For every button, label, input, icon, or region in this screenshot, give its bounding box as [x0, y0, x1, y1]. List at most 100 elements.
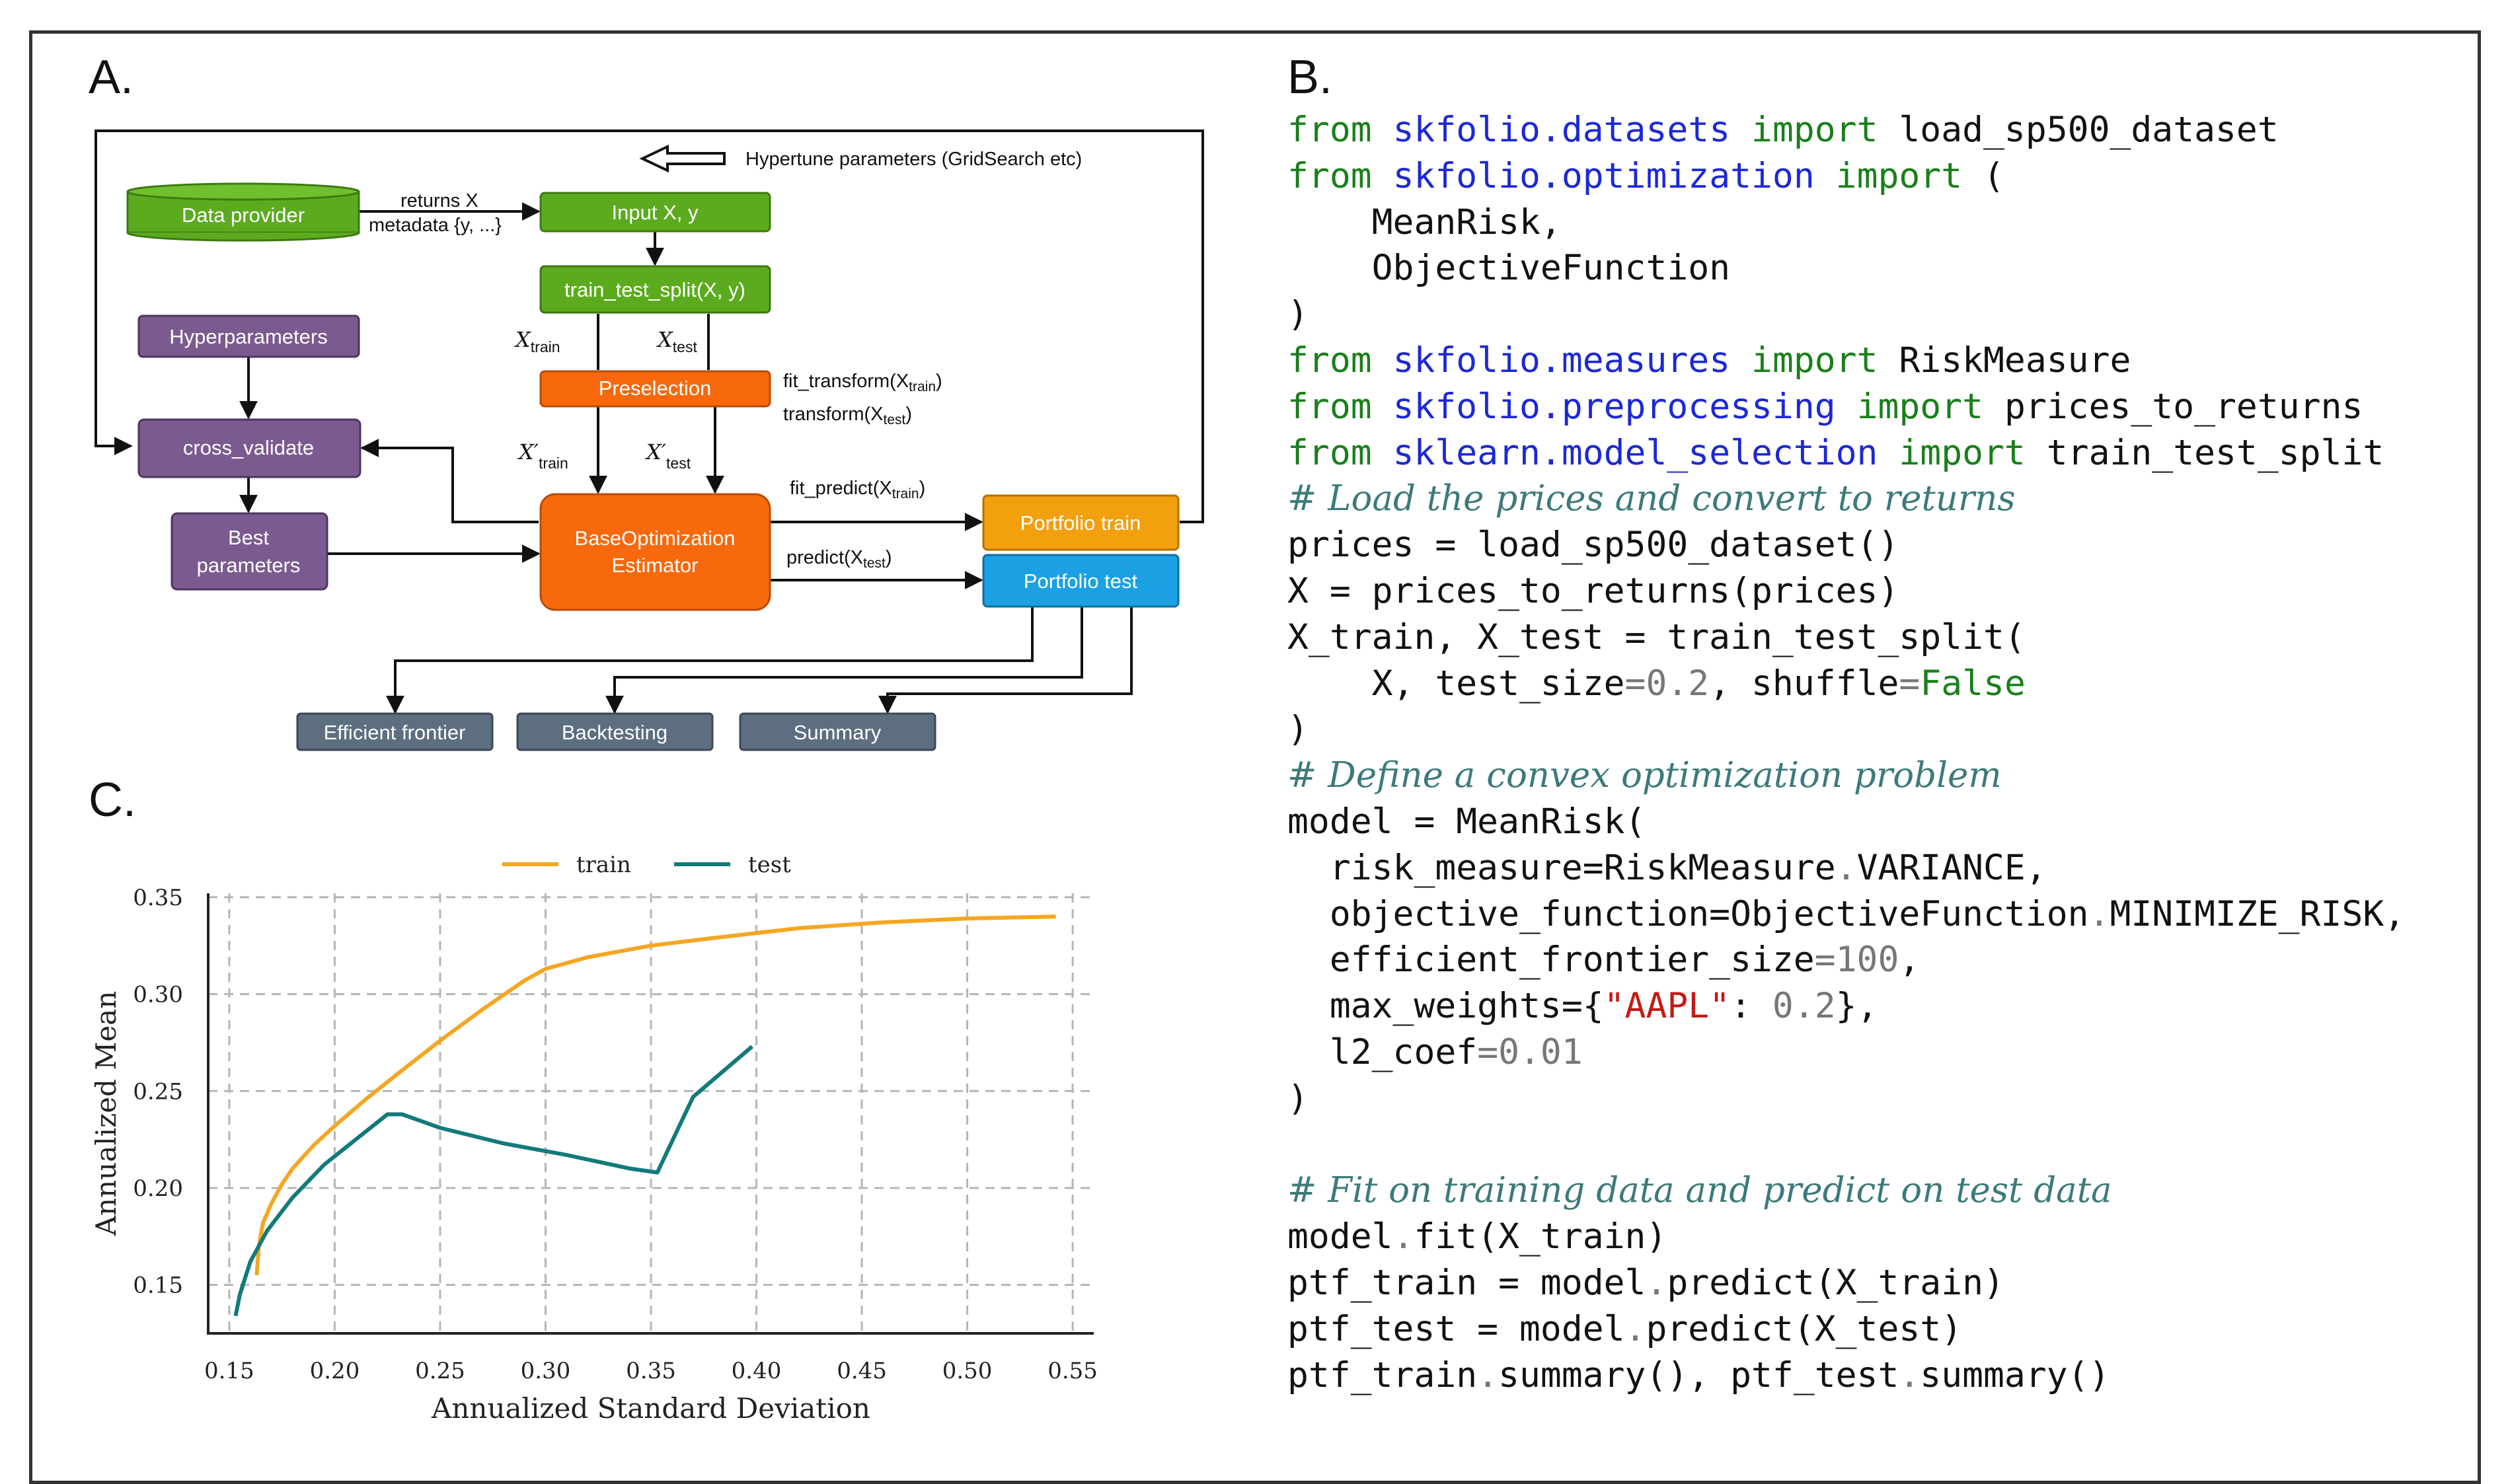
chart-x-tick-label: 0.50	[942, 1358, 993, 1384]
code-line: X = prices_to_returns(prices)	[1287, 568, 2405, 614]
code-token: import	[1751, 110, 1878, 150]
code-token	[1730, 340, 1751, 381]
code-token	[1372, 340, 1393, 381]
hypertune-loop-arrow	[95, 130, 1204, 523]
code-token: =	[1624, 663, 1646, 704]
code-token: .	[1899, 1354, 1921, 1395]
code-token: X = prices_to_returns(prices)	[1287, 570, 1899, 611]
code-token: (	[1962, 155, 2004, 196]
code-token: 0.2	[1772, 986, 1836, 1027]
xp-train-label: X′train	[517, 439, 568, 472]
code-token: False	[1920, 663, 2026, 704]
chart-legend-label: test	[748, 852, 791, 878]
code-line: MeanRisk,	[1287, 200, 2405, 246]
code-token: from	[1287, 340, 1372, 381]
code-token: , shuffle	[1709, 663, 1899, 704]
input-label: Input X, y	[612, 201, 699, 224]
code-token: .	[1624, 1308, 1646, 1349]
chart-x-tick-label: 0.20	[310, 1358, 360, 1384]
code-token: max_weights={	[1287, 986, 1604, 1027]
chart-x-tick-label: 0.35	[626, 1358, 676, 1384]
code-token: efficient_frontier_size	[1287, 940, 1815, 981]
code-line: ptf_train = model.predict(X_train)	[1287, 1260, 2405, 1306]
chart-y-tick-label: 0.20	[133, 1175, 183, 1202]
code-token: MINIMIZE_RISK,	[2110, 893, 2406, 934]
chart-y-tick-label: 0.15	[133, 1273, 183, 1299]
code-token: # Fit on training data and predict on te…	[1287, 1170, 2112, 1211]
code-line: efficient_frontier_size=100,	[1287, 937, 2405, 983]
code-token	[1372, 433, 1393, 473]
hyperparameters-node	[137, 315, 360, 358]
code-token: .	[1835, 847, 1857, 888]
code-token: summary(), ptf_test	[1498, 1354, 1899, 1395]
chart-series-test-line	[233, 1045, 754, 1317]
code-line: )	[1287, 1076, 2405, 1122]
code-line: prices = load_sp500_dataset()	[1287, 522, 2405, 568]
cross-validate-node	[137, 418, 361, 478]
data-provider-node	[126, 182, 360, 242]
metadata-label: metadata {y, ...}	[369, 215, 502, 236]
code-token: skfolio.preprocessing	[1392, 386, 1836, 427]
code-line: # Fit on training data and predict on te…	[1287, 1168, 2405, 1214]
to-frontier-arrow	[386, 607, 1034, 714]
code-line: from skfolio.datasets import load_sp500_…	[1287, 107, 2405, 153]
fit-predict-label: fit_predict(Xtrain)	[790, 478, 925, 501]
code-token: )	[1287, 294, 1309, 335]
chart-y-tick-label: 0.35	[133, 885, 183, 911]
code-token: from	[1287, 432, 1372, 473]
hyperparameters-label: Hyperparameters	[169, 325, 327, 348]
code-line: from skfolio.optimization import (	[1287, 153, 2405, 200]
code-token	[1730, 110, 1751, 150]
code-token: load_sp500_dataset	[1878, 110, 2279, 150]
hypertune-arrow-icon	[639, 144, 726, 173]
code-token: predict(X_train)	[1667, 1262, 2004, 1303]
xp-test-label: X′test	[644, 439, 691, 472]
code-line: # Load the prices and convert to returns	[1287, 476, 2405, 522]
predict-label: predict(Xtest)	[786, 547, 892, 571]
code-token	[1372, 156, 1393, 196]
code-token: train_test_split	[2025, 432, 2384, 473]
fit-transform-label: fit_transform(Xtrain)	[783, 371, 942, 394]
chart-y-tick-label: 0.30	[133, 982, 183, 1008]
code-line: max_weights={"AAPL": 0.2},	[1287, 983, 2405, 1029]
code-token: X_train, X_test = train_test_split(	[1287, 616, 2026, 657]
efficient-frontier-label: Efficient frontier	[324, 721, 466, 744]
chart-x-tick-label: 0.15	[204, 1358, 254, 1384]
code-token: ptf_train = model	[1287, 1262, 1646, 1303]
portfolio-test-node	[982, 554, 1180, 608]
code-token	[1836, 387, 1857, 427]
code-token: .	[1477, 1354, 1499, 1395]
base-optimization-label: BaseOptimization	[575, 527, 736, 550]
code-line: model.fit(X_train)	[1287, 1214, 2405, 1260]
code-token: )	[1287, 709, 1309, 750]
code-token: skfolio.optimization	[1392, 155, 1815, 196]
chart-x-tick-label: 0.45	[837, 1358, 887, 1384]
code-token: import	[1899, 432, 2026, 473]
preselection-label: Preselection	[599, 377, 712, 400]
chart-y-tick-label: 0.25	[133, 1078, 183, 1105]
portfolio-test-label: Portfolio test	[1024, 570, 1138, 593]
to-summary-arrow	[878, 607, 1133, 714]
code-line: objective_function=ObjectiveFunction.MIN…	[1287, 891, 2405, 938]
returns-label: returns X	[400, 190, 478, 211]
code-token: from	[1287, 155, 1372, 196]
best-label: Best	[228, 526, 269, 549]
code-token: ptf_train	[1287, 1354, 1478, 1395]
chart-y-axis-label: Annualized Mean	[90, 991, 122, 1237]
code-token: 0.01	[1498, 1031, 1583, 1072]
opt-to-cv-arrow	[360, 439, 539, 523]
code-token: from	[1287, 110, 1372, 150]
code-token: model	[1287, 1216, 1393, 1257]
code-line: from skfolio.measures import RiskMeasure	[1287, 338, 2405, 384]
base-optimization-node	[539, 493, 771, 611]
code-token: risk_measure=RiskMeasure	[1287, 847, 1836, 888]
data-provider-label: Data provider	[182, 204, 305, 227]
code-token: objective_function=ObjectiveFunction	[1287, 893, 2089, 934]
code-token: # Load the prices and convert to returns	[1287, 478, 2016, 519]
code-line: risk_measure=RiskMeasure.VARIANCE,	[1287, 845, 2405, 891]
to-backtest-arrow	[605, 607, 1083, 714]
chart-x-tick-label: 0.55	[1047, 1358, 1098, 1384]
code-token: =	[1477, 1031, 1499, 1072]
chart-x-tick-label: 0.25	[415, 1358, 465, 1384]
hypertune-label: Hypertune parameters (GridSearch etc)	[745, 149, 1082, 170]
